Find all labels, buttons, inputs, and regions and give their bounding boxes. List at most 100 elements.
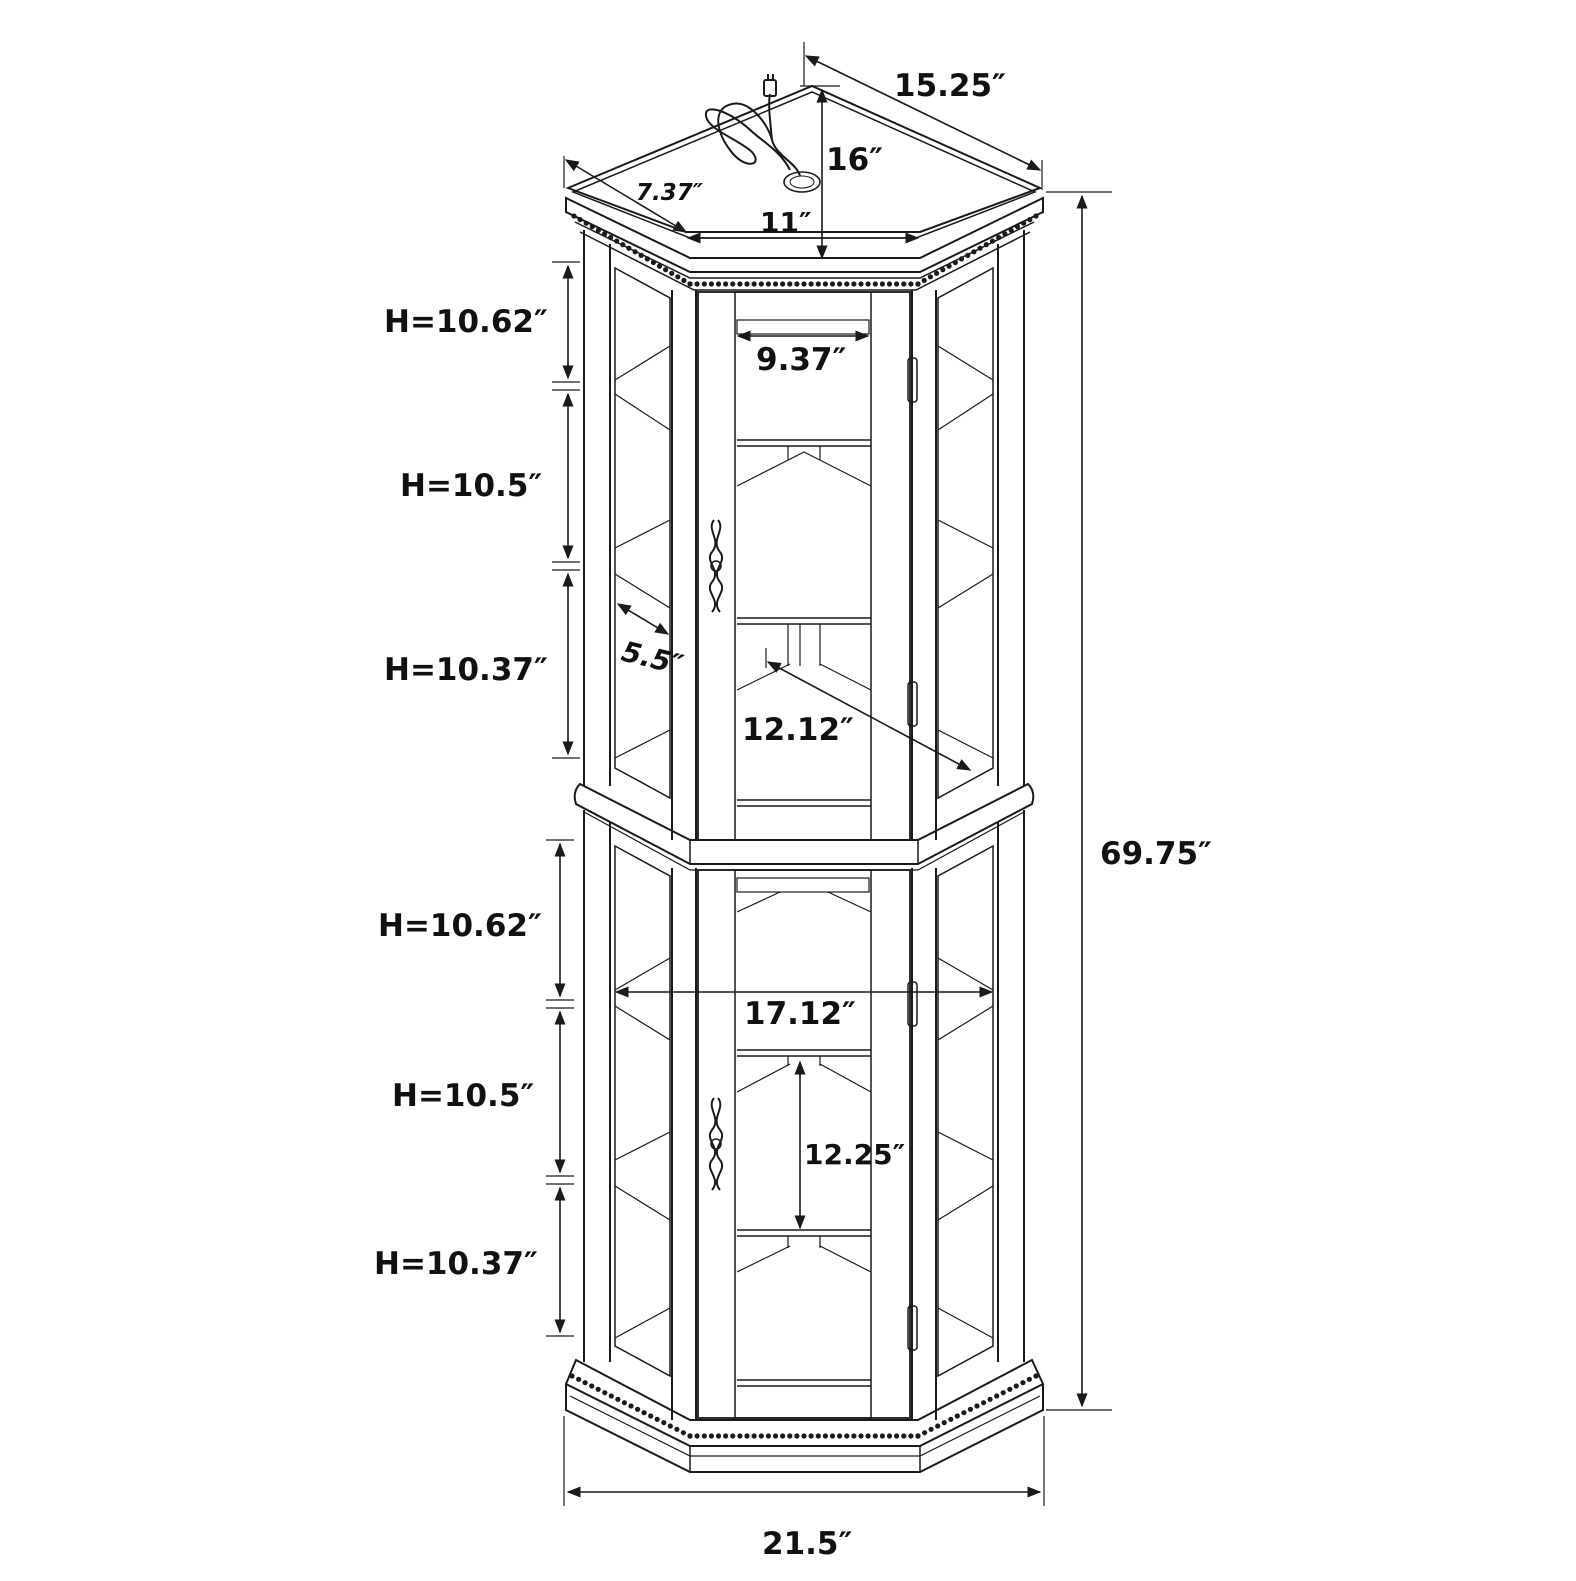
hinge-icon — [907, 1305, 918, 1351]
molding-bead — [737, 281, 743, 287]
molding-bead — [948, 1416, 954, 1422]
molding-bead — [915, 281, 921, 287]
molding-bead — [879, 1433, 886, 1439]
molding-bead — [858, 281, 864, 287]
molding-bead — [822, 1433, 829, 1439]
molding-bead — [780, 281, 786, 287]
molding-bead — [648, 1413, 654, 1419]
molding-bead — [737, 1433, 743, 1439]
molding-bead — [941, 1420, 947, 1426]
molding-bead — [935, 1423, 941, 1429]
molding-bead — [851, 1433, 857, 1439]
label-top-depth: 15.25″ — [894, 68, 1006, 104]
molding-bead — [589, 1383, 595, 1389]
molding-bead — [837, 281, 843, 287]
label-lower-section-2: H=10.5″ — [392, 1078, 534, 1114]
molding-bead — [865, 281, 871, 287]
molding-bead — [987, 1396, 993, 1402]
molding-bead — [583, 220, 589, 226]
molding-bead — [608, 234, 614, 241]
label-inner-width: 17.12″ — [744, 996, 856, 1032]
molding-bead — [858, 1433, 864, 1439]
molding-bead — [886, 281, 893, 287]
molding-bead — [601, 231, 608, 237]
molding-bead — [569, 1373, 575, 1379]
molding-bead — [595, 1386, 601, 1392]
base-molding — [564, 1358, 1045, 1473]
upper-cabinet — [583, 230, 1025, 841]
molding-bead — [915, 1433, 921, 1439]
molding-bead — [958, 256, 965, 262]
molding-bead — [928, 1426, 934, 1432]
molding-bead — [723, 281, 729, 287]
molding-bead — [663, 267, 669, 273]
molding-bead — [1014, 224, 1021, 230]
molding-bead — [865, 1433, 871, 1439]
door-handle-icon — [709, 1097, 723, 1191]
molding-bead — [934, 270, 940, 276]
molding-bead — [994, 1393, 1000, 1399]
molding-bead — [927, 274, 934, 280]
molding-bead — [837, 1433, 843, 1439]
molding-bead — [681, 277, 687, 283]
molding-bead — [1020, 1380, 1026, 1386]
molding-bead — [730, 1433, 736, 1439]
molding-bead — [961, 1410, 967, 1416]
molding-bead — [983, 242, 989, 248]
label-upper-section-3: H=10.37″ — [384, 652, 548, 688]
molding-bead — [669, 270, 675, 276]
molding-bead — [952, 259, 958, 266]
molding-bead — [1000, 1390, 1006, 1396]
molding-bead — [635, 1406, 641, 1412]
molding-bead — [851, 281, 857, 287]
molding-bead — [667, 1423, 673, 1429]
molding-bead — [981, 1400, 987, 1406]
molding-bead — [608, 1393, 614, 1399]
molding-bead — [879, 281, 886, 287]
molding-bead — [801, 281, 807, 287]
molding-bead — [595, 227, 602, 233]
molding-bead — [708, 281, 715, 287]
molding-bead — [794, 1433, 800, 1439]
molding-bead — [687, 281, 693, 287]
molding-bead — [1027, 217, 1033, 223]
label-upper-section-2: H=10.5″ — [400, 468, 542, 504]
molding-bead — [650, 259, 657, 266]
lower-cabinet — [583, 810, 1025, 1420]
molding-bead — [571, 213, 577, 219]
molding-bead — [675, 274, 681, 280]
molding-bead — [989, 238, 996, 244]
label-overall-height: 69.75″ — [1100, 836, 1212, 872]
molding-bead — [787, 1433, 793, 1439]
molding-bead — [701, 1433, 707, 1439]
molding-bead — [687, 1433, 693, 1439]
hinge-icon — [907, 357, 918, 403]
molding-bead — [921, 277, 927, 283]
molding-bead — [801, 1433, 807, 1439]
label-shelf-diagonal: 12.12″ — [742, 712, 854, 748]
molding-bead — [894, 1433, 900, 1439]
base-beads — [569, 1373, 1039, 1439]
label-lower-section-3: H=10.37″ — [374, 1246, 538, 1282]
cabinet-body — [564, 74, 1045, 1473]
molding-bead — [751, 281, 757, 287]
label-upper-section-1: H=10.62″ — [384, 304, 548, 340]
molding-bead — [922, 1430, 928, 1436]
label-shelf-side: 5.5″ — [618, 635, 687, 682]
molding-bead — [626, 245, 632, 251]
molding-bead — [730, 281, 736, 287]
label-inner-front-width: 9.37″ — [756, 342, 846, 378]
molding-bead — [674, 1426, 680, 1432]
molding-bead — [794, 281, 800, 287]
molding-bead — [615, 1396, 621, 1402]
molding-bead — [589, 224, 595, 230]
molding-bead — [908, 1433, 914, 1439]
label-top-side-depth: 16″ — [826, 142, 883, 178]
molding-bead — [844, 1433, 850, 1439]
label-shelf-depth: 12.25″ — [804, 1138, 905, 1171]
molding-bead — [1033, 213, 1039, 219]
molding-bead — [967, 1406, 974, 1412]
molding-bead — [694, 281, 700, 287]
